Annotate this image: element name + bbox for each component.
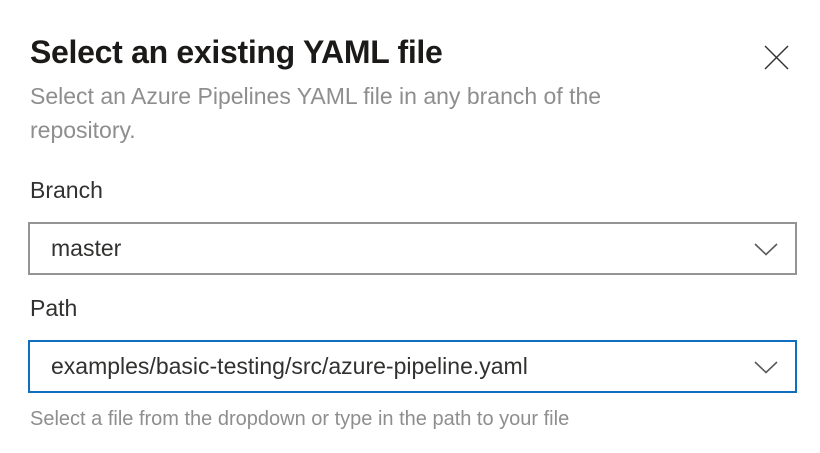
- page-title: Select an existing YAML file: [30, 34, 443, 70]
- chevron-down-icon: [754, 242, 778, 256]
- branch-dropdown[interactable]: master: [28, 222, 797, 275]
- dialog-subtitle: Select an Azure Pipelines YAML file in a…: [30, 83, 602, 143]
- branch-selected-value: master: [51, 235, 122, 261]
- close-button[interactable]: [755, 36, 797, 78]
- path-help-text: Select a file from the dropdown or type …: [30, 408, 570, 430]
- close-icon: [764, 45, 788, 69]
- path-label: Path: [30, 295, 78, 321]
- path-selected-value: examples/basic-testing/src/azure-pipelin…: [51, 353, 528, 379]
- chevron-down-icon: [754, 360, 778, 374]
- branch-label: Branch: [30, 177, 103, 203]
- path-dropdown[interactable]: examples/basic-testing/src/azure-pipelin…: [28, 340, 797, 393]
